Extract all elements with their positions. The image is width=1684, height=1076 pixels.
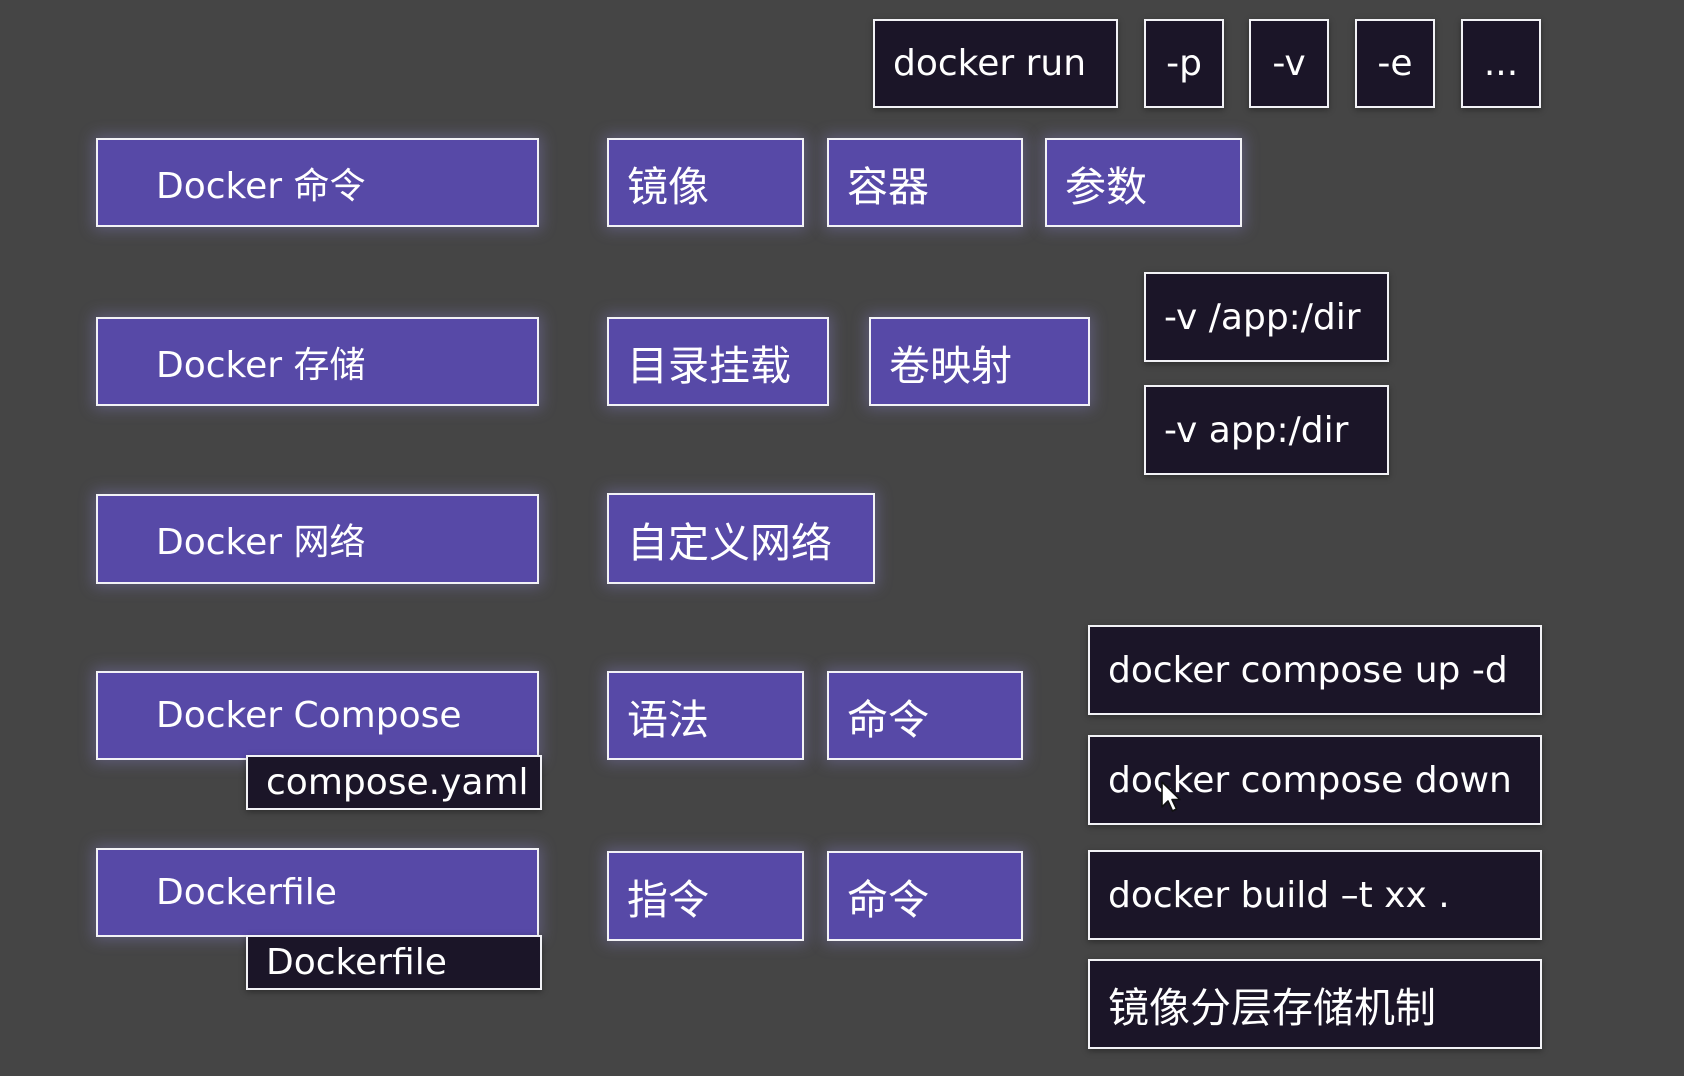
image-box: 镜像 [607, 138, 804, 227]
compose-up-box: docker compose up -d [1088, 625, 1542, 715]
syntax-box: 语法 [607, 671, 804, 760]
dockerfile-box: Dockerfile [96, 848, 539, 937]
flag-e-box: -e [1355, 19, 1435, 108]
dockerfile-sub-box: Dockerfile [246, 935, 542, 990]
custom-network-box: 自定义网络 [607, 493, 875, 584]
container-box: 容器 [827, 138, 1023, 227]
bind-mount-box: 目录挂载 [607, 317, 829, 406]
docker-commands-box: Docker 命令 [96, 138, 539, 227]
instructions-box: 指令 [607, 851, 804, 941]
dockerfile-command-box: 命令 [827, 851, 1023, 941]
docker-storage-box: Docker 存储 [96, 317, 539, 406]
volume-example-box: -v app:/dir [1144, 385, 1389, 475]
compose-down-box: docker compose down [1088, 735, 1542, 825]
docker-compose-box: Docker Compose [96, 671, 539, 760]
docker-build-box: docker build –t xx . [1088, 850, 1542, 940]
volume-mapping-box: 卷映射 [869, 317, 1090, 406]
docker-run-box: docker run [873, 19, 1118, 108]
flag-more-box: ... [1461, 19, 1541, 108]
parameters-box: 参数 [1045, 138, 1242, 227]
docker-network-box: Docker 网络 [96, 494, 539, 584]
flag-v-box: -v [1249, 19, 1329, 108]
mouse-pointer-icon [1161, 781, 1181, 812]
layered-storage-box: 镜像分层存储机制 [1088, 959, 1542, 1049]
flag-p-box: -p [1144, 19, 1224, 108]
bind-mount-example-box: -v /app:/dir [1144, 272, 1389, 362]
compose-yaml-box: compose.yaml [246, 755, 542, 810]
compose-command-box: 命令 [827, 671, 1023, 760]
